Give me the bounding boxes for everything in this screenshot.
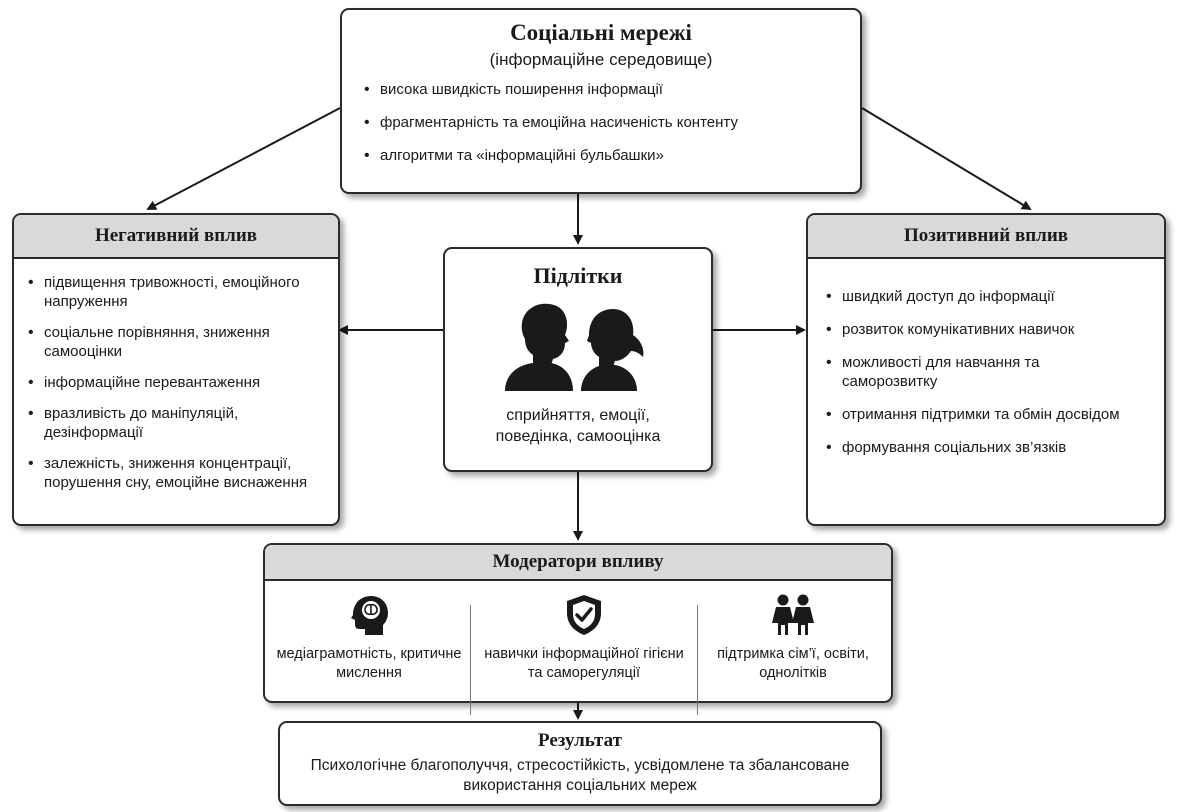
moderator-item: медіаграмотність, критичне мислення xyxy=(271,587,467,683)
list-item: фрагментарність та емоційна насиченість … xyxy=(362,113,860,132)
negative-influence-box: Негативний вплив підвищення тривожності,… xyxy=(12,213,340,526)
arrow-social-to-negative xyxy=(146,107,341,210)
list-item: отримання підтримки та обмін досвідом xyxy=(824,405,1148,424)
moderators-title: Модератори впливу xyxy=(265,545,891,581)
people-icon xyxy=(772,594,814,635)
list-item: розвиток комунікативних навичок xyxy=(824,320,1148,339)
list-item: соціальне порівняння, зниження самооцінк… xyxy=(26,323,326,361)
negative-influence-title: Негативний вплив xyxy=(14,215,338,259)
list-item: висока швидкість поширення інформації xyxy=(362,80,860,99)
moderator-divider xyxy=(470,605,471,715)
teens-box: Підлітки сприйняття, емоції, поведінка, … xyxy=(443,247,713,472)
list-item: інформаційне перевантаження xyxy=(26,373,326,392)
social-networks-title: Соціальні мережі xyxy=(510,20,692,45)
moderator-label: підтримка сім’ї, освіти, однолітків xyxy=(717,646,869,681)
moderator-item: навички інформаційної гігієни та саморег… xyxy=(475,587,693,683)
moderators-box: Модератори впливу медіаграмотність, крит… xyxy=(263,543,893,715)
teens-title: Підлітки xyxy=(533,263,623,288)
list-item: алгоритми та «інформаційні бульбашки» xyxy=(362,146,860,165)
result-box: Результат Психологічне благополуччя, стр… xyxy=(278,721,882,806)
positive-influence-list: швидкий доступ до інформації розвиток ко… xyxy=(824,287,1148,457)
moderator-item: підтримка сім’ї, освіти, однолітків xyxy=(701,587,885,683)
social-networks-list: висока швидкість поширення інформації фр… xyxy=(362,80,860,165)
shield-check-icon xyxy=(567,595,601,635)
list-item: можливості для навчання та саморозвитку xyxy=(824,353,1148,391)
moderator-label: медіаграмотність, критичне мислення xyxy=(276,646,462,681)
positive-influence-title: Позитивний вплив xyxy=(808,215,1164,259)
negative-influence-list: підвищення тривожності, емоційного напру… xyxy=(26,273,326,492)
result-title: Результат xyxy=(538,730,622,751)
result-text: Психологічне благополуччя, стресостійкіс… xyxy=(310,757,850,794)
positive-influence-box: Позитивний вплив швидкий доступ до інфор… xyxy=(806,213,1166,526)
social-networks-subtitle: (інформаційне середовище) xyxy=(489,50,713,69)
moderator-label: навички інформаційної гігієни та саморег… xyxy=(484,646,684,681)
social-networks-box: Соціальні мережі (інформаційне середовищ… xyxy=(340,8,862,194)
arrow-social-to-positive xyxy=(861,107,1032,211)
brain-head-icon xyxy=(351,596,388,635)
list-item: залежність, зниження концентрації, поруш… xyxy=(26,454,326,492)
list-item: підвищення тривожності, емоційного напру… xyxy=(26,273,326,311)
moderator-divider xyxy=(697,605,698,715)
list-item: вразливість до маніпуляцій, дезінформаці… xyxy=(26,404,326,442)
list-item: формування соціальних зв’язків xyxy=(824,438,1148,457)
teens-silhouette-icon xyxy=(505,303,644,391)
list-item: швидкий доступ до інформації xyxy=(824,287,1148,306)
teens-caption: сприйняття, емоції, поведінка, самооцінк… xyxy=(495,407,661,445)
